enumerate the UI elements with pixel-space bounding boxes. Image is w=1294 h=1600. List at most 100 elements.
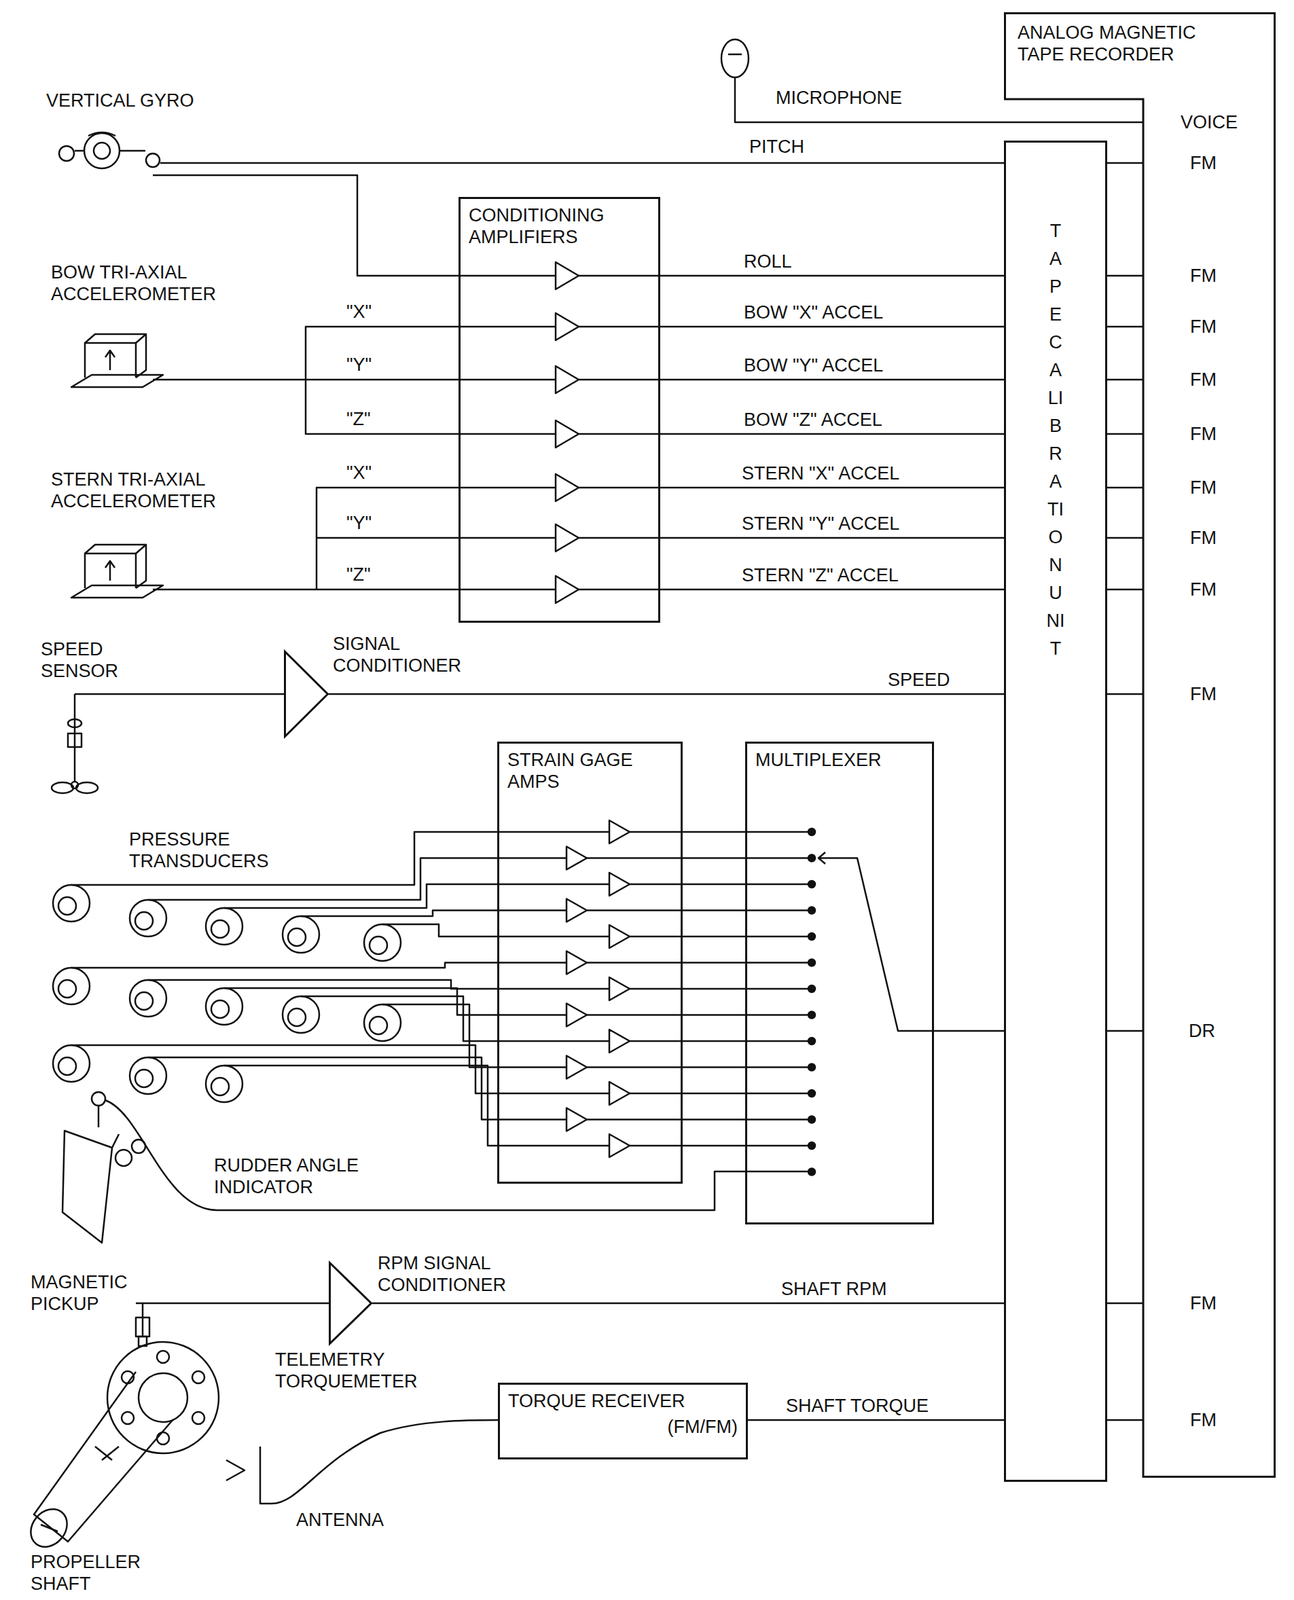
stern-accelerometer	[71, 544, 164, 598]
signal-line	[682, 1145, 746, 1148]
wire	[586, 961, 683, 964]
channel-label: FM	[1190, 527, 1217, 549]
amplifier-symbol	[609, 1029, 630, 1053]
channel-label: FM	[1190, 1292, 1217, 1315]
transducer-symbol	[364, 1004, 401, 1042]
amplifier-symbol	[609, 977, 630, 1001]
transducer-face	[211, 1077, 229, 1096]
amplifier-symbol	[555, 313, 579, 341]
amplifier-symbol	[566, 847, 587, 871]
signal-label: "Y"	[346, 512, 372, 534]
wire	[745, 909, 809, 912]
signal-label: STERN TRI-AXIAL ACCELEROMETER	[50, 468, 276, 513]
transducer-face	[369, 936, 388, 955]
channel-label: FM	[1190, 1409, 1217, 1432]
wire	[224, 884, 610, 909]
signal-line	[328, 693, 1004, 696]
amplifier-symbol	[566, 951, 587, 975]
wire	[586, 1118, 683, 1121]
signal-line	[660, 487, 1004, 490]
receiver-box: TORQUE RECEIVER (FM/FM)	[497, 1382, 748, 1460]
signal-label: MICROPHONE	[775, 86, 903, 109]
multiplexer-contact	[808, 1064, 816, 1072]
signal-conditioner: SIGNAL CONDITIONER	[283, 650, 329, 738]
wire	[745, 1014, 809, 1017]
wire	[578, 379, 661, 382]
signal-line	[1107, 1302, 1144, 1305]
transducer-face	[58, 1057, 77, 1076]
transducer-face	[135, 912, 153, 930]
signal-line	[682, 883, 746, 886]
wire	[382, 924, 610, 937]
multiplexer-contact	[808, 881, 816, 888]
amplifier-symbol	[609, 820, 630, 844]
amplifier-symbol	[555, 366, 579, 394]
transducer-symbol	[205, 988, 243, 1026]
amplifier-symbol	[555, 524, 579, 552]
conditioner-symbol	[328, 1262, 373, 1345]
outline	[1005, 13, 1275, 1478]
transducer-symbol	[52, 885, 90, 922]
signal-line	[682, 909, 746, 912]
wire	[71, 963, 567, 969]
amplifier-symbol	[566, 1056, 587, 1080]
line-label: STERN "X" ACCEL	[740, 462, 901, 485]
node-title: TORQUE RECEIVER	[508, 1390, 738, 1413]
signal-line	[1107, 537, 1144, 540]
wire	[745, 1040, 809, 1043]
antenna	[226, 1420, 498, 1504]
amplifier-box: STRAIN GAGE AMPS	[497, 741, 683, 1184]
magnetic-pickup	[135, 1303, 150, 1347]
transducer-face	[211, 920, 229, 939]
pressure-transducers	[52, 820, 809, 1158]
wire	[578, 588, 661, 591]
multiplexer-contact	[808, 959, 816, 967]
signal-line	[1107, 433, 1144, 436]
wire	[745, 1092, 809, 1095]
multiplexer-contact	[808, 828, 816, 836]
channel-label: FM	[1190, 423, 1217, 445]
signal-label: "Z"	[346, 408, 371, 430]
wire	[578, 537, 661, 540]
signal-label: SPEED SENSOR	[40, 638, 143, 682]
node-subtitle: (FM/FM)	[508, 1416, 738, 1439]
channel-label: DR	[1188, 1020, 1216, 1042]
signal-line	[660, 588, 1004, 591]
multiplexer-contact	[808, 933, 816, 941]
signal-label: PRESSURE TRANSDUCERS	[129, 828, 327, 873]
wire	[629, 883, 683, 886]
propeller-shaft	[23, 1342, 219, 1555]
transducer-symbol	[205, 908, 243, 945]
multiplexer-contact	[808, 1116, 816, 1124]
transducer-symbol	[282, 996, 320, 1034]
signal-line	[1107, 588, 1144, 591]
line-label: ROLL	[742, 250, 794, 273]
signal-line	[682, 961, 746, 964]
transducer-symbol	[364, 924, 401, 962]
calibration-unit: TAPE CALIBRATION UNIT	[1003, 140, 1108, 1483]
signal-line	[660, 537, 1004, 540]
channel-label: FM	[1190, 683, 1217, 706]
multiplexer-contact	[808, 1012, 816, 1019]
node-title: CONDITIONING AMPLIFIERS	[468, 204, 644, 248]
microphone	[721, 39, 749, 113]
signal-line	[1107, 379, 1144, 382]
signal-label: PROPELLER SHAFT	[30, 1551, 167, 1595]
channel-label: FM	[1190, 315, 1217, 338]
amplifier-symbol	[566, 899, 587, 923]
signal-label: MAGNETIC PICKUP	[30, 1271, 153, 1316]
multiplexer-box: MULTIPLEXER	[745, 741, 934, 1225]
wire	[586, 909, 683, 912]
transducer-symbol	[129, 980, 167, 1017]
wire	[578, 326, 661, 329]
channel-label: FM	[1190, 264, 1217, 287]
signal-line	[682, 831, 746, 834]
signal-line	[933, 1030, 1004, 1033]
signal-label: "Y"	[346, 353, 372, 376]
transducer-face	[135, 992, 153, 1011]
signal-label: RUDDER ANGLE INDICATOR	[213, 1154, 445, 1199]
line-label: BOW "Y" ACCEL	[742, 354, 885, 377]
transducer-symbol	[129, 1057, 167, 1095]
multiplexer-contact	[808, 985, 816, 993]
